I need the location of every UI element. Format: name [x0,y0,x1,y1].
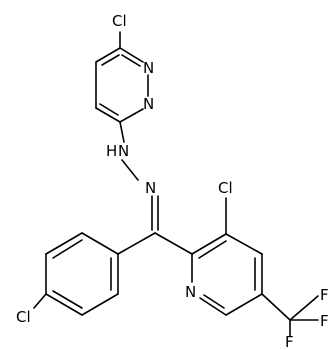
atom-f-1: F [320,286,329,304]
bond-c3-c4 [95,107,121,123]
atom-f-3: F [285,333,294,350]
bond-c3-nh [119,121,125,143]
atom-cl-pyridine: Cl [218,179,233,197]
bond-py2-py3-inner [198,240,227,259]
bond-c6-n1 [119,47,144,63]
bonds [33,31,319,337]
bond-c5-c6 [95,47,121,63]
atom-h-hydrazone: H [106,142,117,160]
bond-ph4-ph5-inner [52,290,83,309]
bond-cf3-f1 [289,295,319,321]
bond-py3-py4 [225,233,263,255]
bond-n2-c3 [119,108,144,123]
bond-ph1-ph2 [81,232,119,255]
bond-ph5-ph6 [81,293,119,316]
bond-c6-n1-inner [121,54,141,67]
bond-py6-n-inner [203,294,225,309]
atom-n-imine: N [145,179,156,197]
bond-c3-c4-inner [99,103,119,116]
atom-labels: Cl N N H N N Cl N Cl F F F [16,12,329,350]
atom-n-hydrazone: N [118,142,129,160]
bond-ph4-cl [33,293,47,309]
bond-py2-py3 [191,233,227,255]
atom-n-pyridazine-2: N [143,95,154,113]
atom-n-pyridazine-1: N [143,59,154,77]
bond-c5-c6-inner [101,54,120,66]
bond-py5-cf3 [261,293,291,321]
atom-cl-pyridazine: Cl [112,12,127,30]
bond-py5-py6 [225,293,263,316]
bond-ph2-ph3-inner [52,239,83,259]
bond-ph4-ph5 [45,293,83,316]
bond-nh-n [121,159,139,181]
atom-f-2: F [320,312,329,330]
bond-ph2-ph3 [45,232,83,255]
bond-c-phenyl [117,232,156,255]
atom-n-pyridine: N [185,283,196,301]
atom-cl-phenyl: Cl [16,308,31,326]
bond-c-pyridine [154,232,193,255]
bond-py6-n [199,297,227,316]
